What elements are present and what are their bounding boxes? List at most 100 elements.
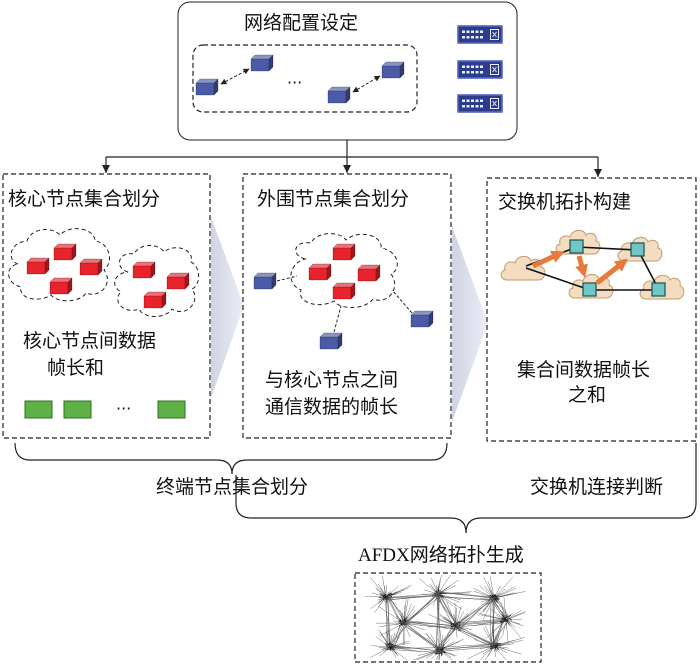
core-node-cube-icon (332, 282, 356, 300)
network-bridge-link (453, 597, 498, 626)
core-node-cube-icon (79, 258, 103, 276)
network-bridge-link (387, 645, 444, 652)
terminal-partition-label: 终端节点集合划分 (156, 476, 308, 498)
network-bridge-link (453, 619, 503, 624)
end-system-cube-icon (253, 272, 277, 290)
network-link (403, 598, 407, 624)
switch-connection-label: 交换机连接判断 (530, 476, 663, 498)
network-bridge-link (437, 591, 495, 599)
switch-link (525, 267, 591, 291)
network-bridge-link (407, 620, 457, 627)
config-panel-title: 网络配置设定 (244, 12, 358, 34)
switch-topology-text-line2: 之和 (568, 384, 606, 406)
end-system-link-group (192, 44, 418, 113)
network-link (370, 577, 387, 598)
network-bridge-link (497, 598, 510, 618)
data-frame-icon (157, 400, 186, 419)
peripheral-partition-text-line2: 通信数据的帧长 (265, 396, 398, 418)
network-bridge-link (436, 593, 442, 649)
network-hub-link (494, 597, 500, 600)
network-link (370, 646, 391, 658)
network-bridge-link (392, 624, 402, 647)
core-partition-frame (2, 173, 211, 439)
switch-device-icon (457, 25, 503, 44)
network-link (383, 591, 387, 598)
core-partition-title: 核心节点集合划分 (8, 188, 160, 210)
switch-node-icon (651, 282, 666, 297)
network-hub-link (496, 595, 498, 597)
network-link (371, 645, 391, 648)
more-frames-ellipsis: ··· (116, 399, 131, 418)
network-hub-link (509, 617, 513, 621)
network-link (480, 639, 495, 647)
core-node-cube-icon (308, 263, 332, 281)
network-link (389, 646, 399, 657)
network-link (395, 622, 405, 625)
core-set-cloud (8, 228, 110, 302)
network-bridge-link (387, 597, 390, 648)
core-set-cloud (114, 245, 200, 317)
flow-arrow-peripheral-to-switch (452, 226, 488, 422)
network-bridge-link (384, 596, 391, 648)
end-system-cube-icon (327, 86, 351, 104)
core-set-cloud (290, 233, 398, 308)
network-bridge-link (402, 623, 441, 653)
network-bridge-link (401, 620, 444, 654)
network-bridge-link (436, 591, 439, 650)
switch-link (576, 246, 639, 251)
config-distribution-connector (102, 140, 602, 177)
data-frame-icon (63, 400, 92, 419)
switch-topology-frame (486, 177, 697, 442)
end-system-cube-icon (195, 78, 219, 96)
peripheral-partition-panel: 外围节点集合划分 与核心节点之间 通信数据的帧长 (242, 173, 452, 439)
afdx-topology-output: AFDX网络拓扑生成 (354, 544, 542, 663)
network-bridge-link (491, 599, 509, 620)
network-bridge-link (388, 595, 405, 623)
network-bridge-link (492, 621, 503, 645)
end-system-cube-icon (381, 61, 405, 79)
network-hub-link (501, 618, 507, 620)
network-bridge-link (437, 625, 459, 648)
network-bridge-link (387, 595, 438, 599)
network-link (489, 576, 495, 599)
network-bridge-link (456, 625, 492, 644)
end-system-cube-icon (250, 54, 274, 72)
network-bridge-link (403, 591, 442, 626)
network-bridge-link (393, 624, 403, 650)
peripheral-partition-title: 外围节点集合划分 (257, 188, 409, 210)
switch-node-icon (582, 282, 597, 297)
network-bridge-link (402, 592, 440, 626)
switch-device-icon (457, 60, 503, 79)
network-link (505, 619, 521, 625)
core-node-cube-icon (357, 264, 381, 282)
network-link (467, 645, 495, 660)
core-node-cube-icon (26, 257, 50, 275)
network-bridge-link (387, 649, 444, 654)
network-bridge-link (388, 597, 401, 621)
network-link (382, 575, 387, 598)
peripheral-partition-text-line1: 与核心节点之间 (265, 369, 398, 391)
network-bridge-link (458, 619, 510, 625)
network-graph-frame (354, 572, 542, 663)
core-partition-text-line1: 核心节点间数据 (23, 330, 156, 352)
network-link (493, 637, 525, 647)
network-bridge-link (495, 598, 509, 618)
network-bridge-link (387, 598, 401, 625)
network-link (412, 649, 441, 660)
end-system-cube-icon (410, 310, 434, 328)
network-bridge-link (440, 591, 498, 598)
aggregation-arrow (595, 258, 629, 285)
peripheral-link (276, 275, 298, 282)
core-partition-panel: 核心节点集合划分 核心节点间数据 帧长和 ··· (2, 173, 211, 439)
cloud-icon (500, 255, 546, 281)
network-bridge-link (392, 621, 407, 650)
network-bridge-link (435, 596, 491, 601)
network-link (393, 620, 405, 624)
aggregation-arrow (531, 250, 565, 269)
network-bridge-link (405, 623, 453, 629)
network-bridge-link (388, 594, 439, 601)
network-link (493, 643, 515, 647)
network-link (378, 629, 391, 648)
network-link (493, 645, 507, 660)
network-hub-link (384, 642, 390, 646)
